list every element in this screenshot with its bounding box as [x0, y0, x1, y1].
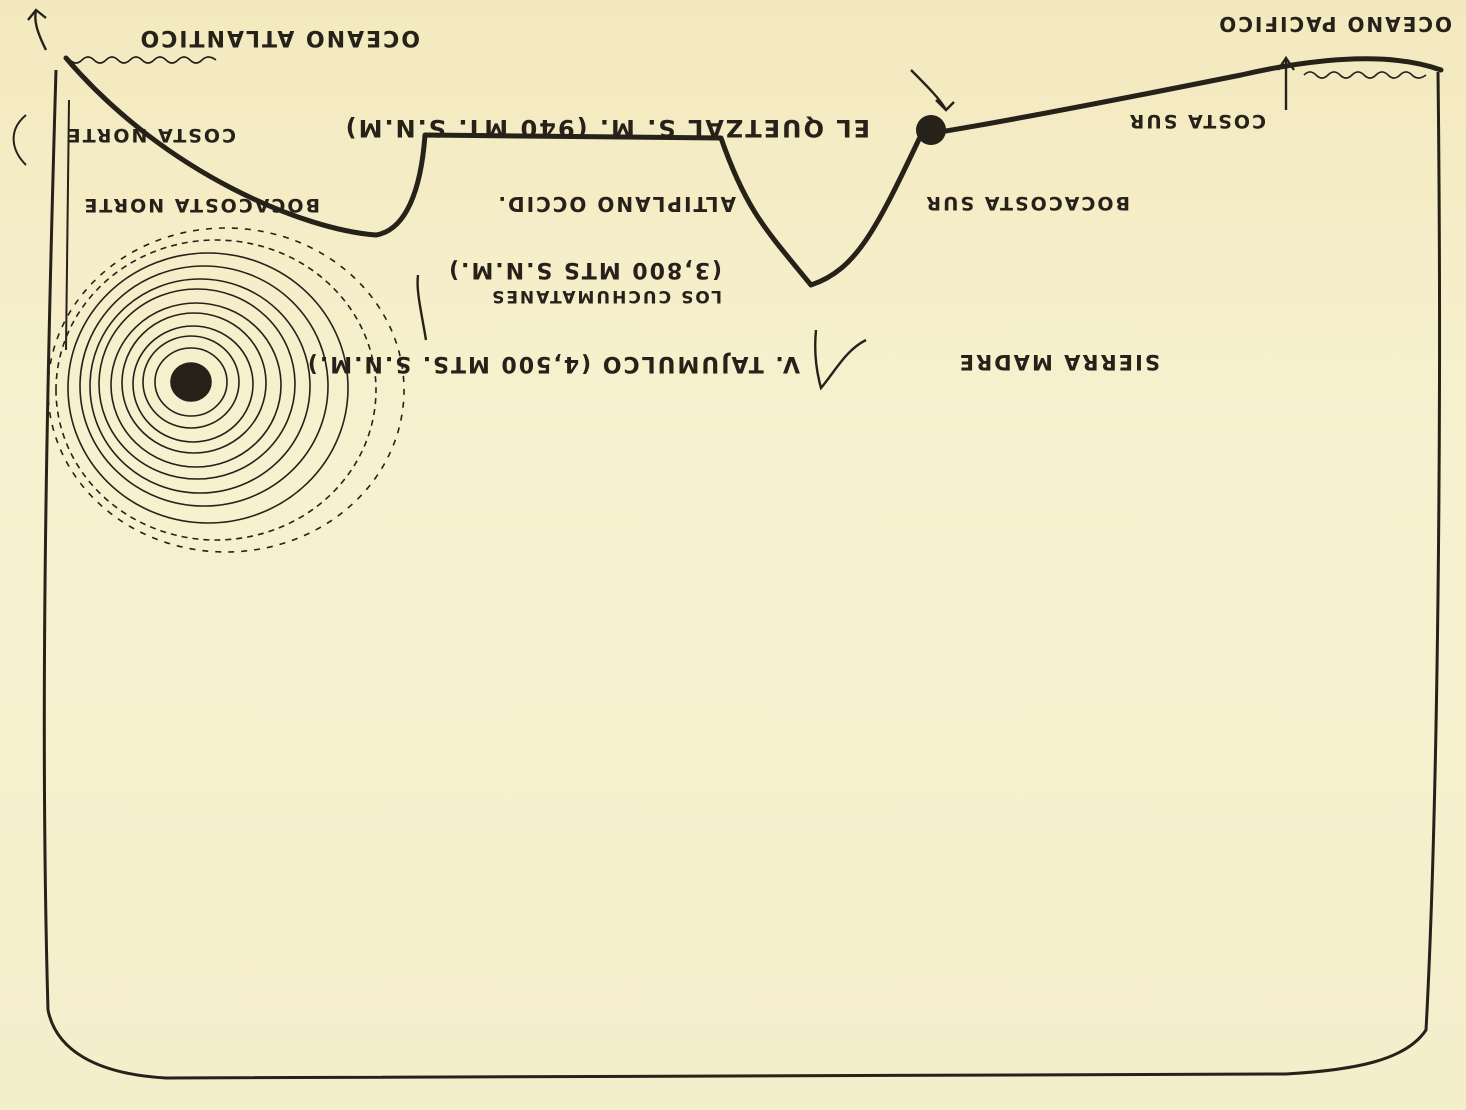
- coast-scribble-left: [1304, 72, 1426, 78]
- coast-scribble-right: [70, 57, 216, 63]
- concentric-circles: [48, 228, 404, 552]
- label-ocean-pacific: OCEANO PACIFICO: [1217, 14, 1452, 34]
- label-el-quetzal: EL QUETZAL S. M. (940 MT. S.N.M): [344, 116, 870, 140]
- label-altiplano: ALTIPLANO OCCID.: [496, 194, 736, 214]
- label-cuchumatanes-elevation: (3,800 MTS S.N.M.): [447, 258, 722, 280]
- cuchumatanes-arrow: [418, 275, 426, 340]
- label-costa-norte: COSTA NORTE: [66, 125, 236, 144]
- label-ocean-atlantic: OCEANO ATLANTICO: [139, 26, 421, 48]
- el-quetzal-dot: [916, 115, 946, 145]
- costa-norte-bracket: [14, 115, 26, 165]
- quetzal-arrow-head: [936, 100, 954, 110]
- atlantic-arrow-head: [28, 10, 46, 20]
- label-bocacosta-norte: BOCACOSTA NORTE: [82, 195, 320, 214]
- label-costa-sur: COSTA SUR: [1128, 111, 1266, 130]
- label-cuchumatanes-name: LOS CUCHUMATANES: [490, 287, 722, 304]
- terrain-profile: [66, 58, 1441, 285]
- label-sierra-madre: SIERRA MADRE: [958, 351, 1160, 372]
- label-tajumulco: V. TAJUMULCO (4,500 MTS. S.N.M.): [306, 352, 800, 374]
- sketch-frame: [44, 70, 1439, 1078]
- tajumulco-arrow: [815, 330, 866, 388]
- label-bocacosta-sur: BOCACOSTA SUR: [924, 193, 1130, 212]
